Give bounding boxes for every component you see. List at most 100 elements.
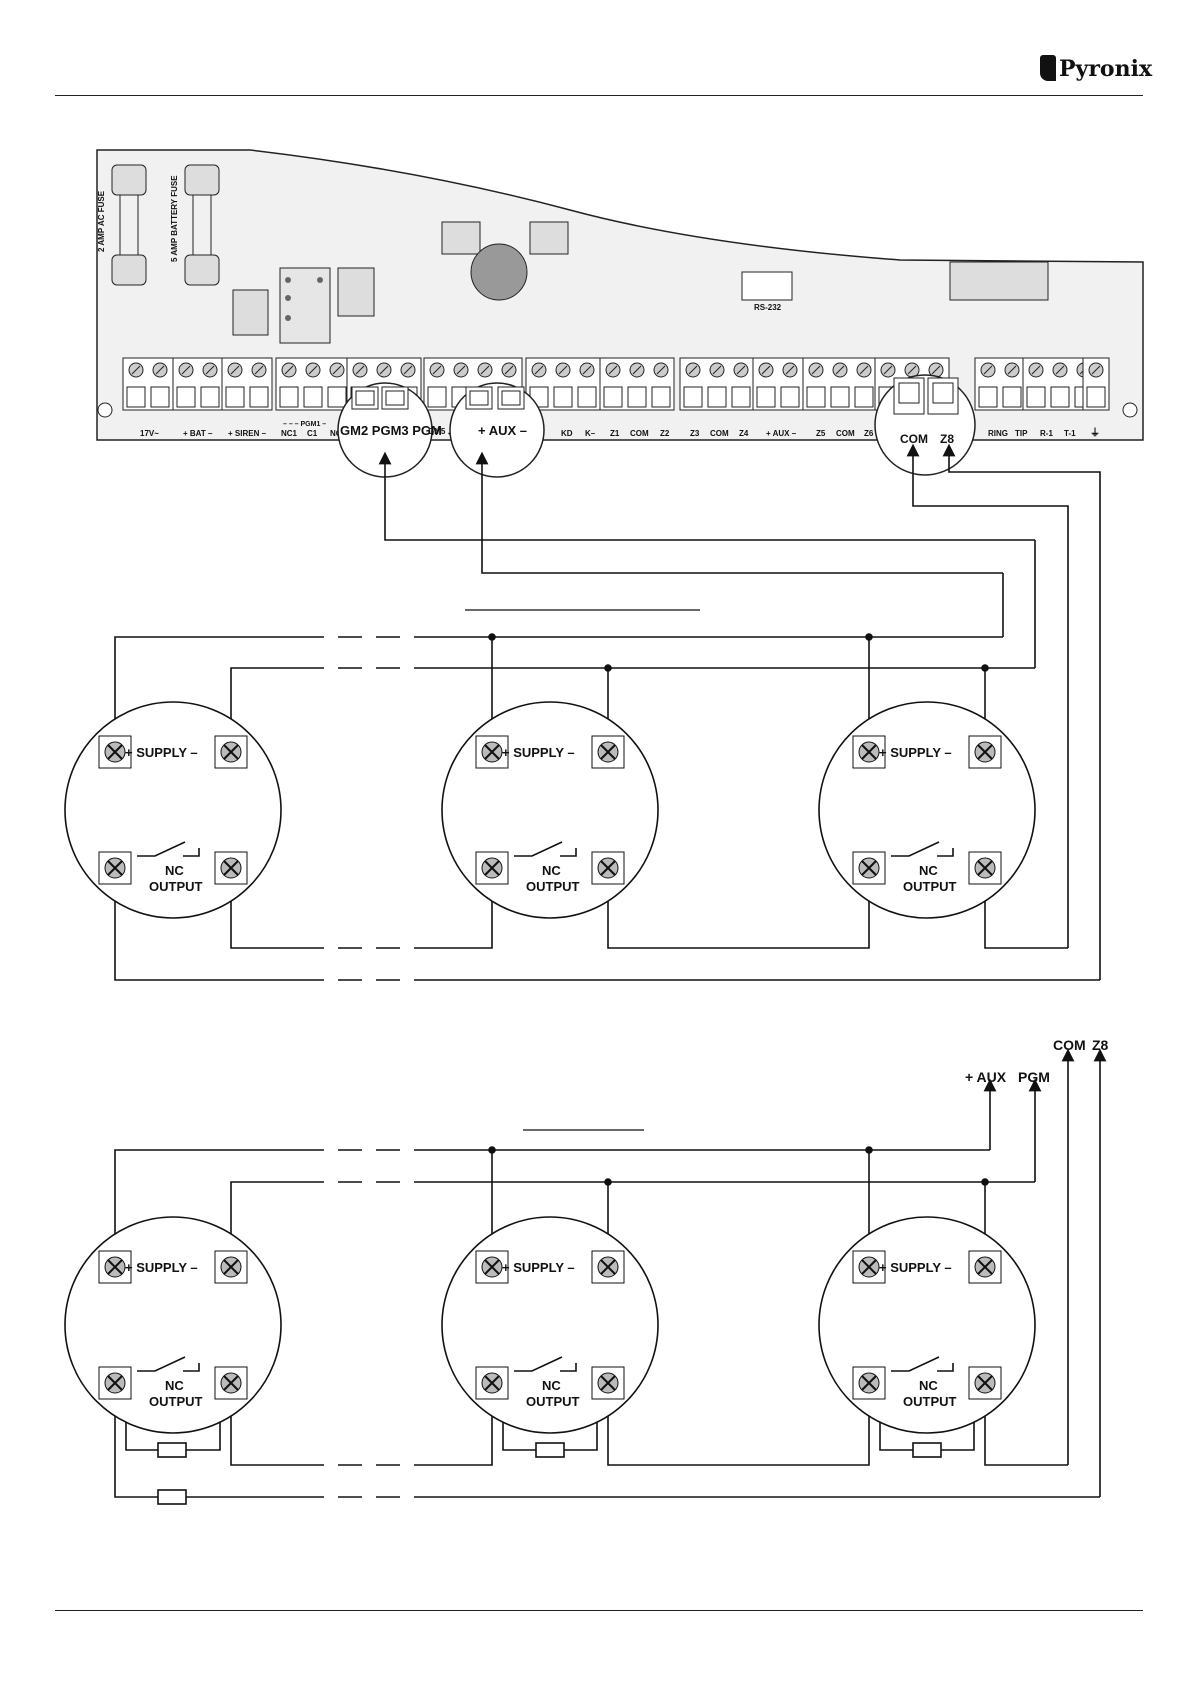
detector-terminal-icon [591, 735, 625, 769]
terminal-socket [707, 386, 727, 408]
terminal-socket [553, 386, 573, 408]
logo-mark-icon [1040, 55, 1056, 81]
terminal-socket [126, 386, 146, 408]
terminal-label-com-1: COM [630, 429, 649, 438]
terminal-label-ring: RING [988, 429, 1008, 438]
terminal-socket [1002, 386, 1022, 408]
detector-terminal-icon [968, 1366, 1002, 1400]
zoom-aux-label: + AUX – [478, 423, 527, 438]
supply-label: + SUPPLY – [879, 1260, 952, 1275]
detector-terminal-icon [591, 851, 625, 885]
supply-label: + SUPPLY – [502, 1260, 575, 1275]
detector-terminal-icon [475, 851, 509, 885]
terminal-socket [978, 386, 998, 408]
terminal-block [802, 357, 878, 411]
detector-terminal-icon [852, 1366, 886, 1400]
detector-terminal-icon [968, 1250, 1002, 1284]
output-label: OUTPUT [526, 1394, 580, 1409]
nc-label: NC [919, 1378, 938, 1393]
output-label: OUTPUT [903, 879, 957, 894]
detector-terminal-icon [98, 735, 132, 769]
nc-switch-icon [137, 1356, 186, 1372]
supply-negative-line-start [230, 667, 300, 742]
terminal-block [172, 357, 224, 411]
terminal-block [679, 357, 755, 411]
detector-terminal-icon [475, 1250, 509, 1284]
detector-terminal-icon [852, 851, 886, 885]
detector-terminal-icon [591, 1366, 625, 1400]
terminal-label-aux: + AUX – [766, 429, 797, 438]
terminal-label-no: NO [330, 429, 342, 438]
supply-label: + SUPPLY – [879, 745, 952, 760]
detector-terminal-icon [852, 735, 886, 769]
pgm1-label: – – – PGM1 – [283, 421, 326, 428]
output-label: OUTPUT [149, 879, 203, 894]
nc-label: NC [542, 1378, 561, 1393]
header-rule [55, 95, 1143, 96]
terminal-socket [830, 386, 850, 408]
detector-terminal-icon [968, 735, 1002, 769]
battery-fuse-label: 5 AMP BATTERY FUSE [170, 175, 179, 262]
terminal-label-tip: TIP [1015, 429, 1028, 438]
detector-terminal-icon [98, 1250, 132, 1284]
z8-lead-arrow [942, 443, 1101, 980]
zoom-z8-label: Z8 [940, 432, 954, 446]
terminal-socket [427, 386, 447, 408]
terminal-label-bat: + BAT – [183, 429, 213, 438]
terminal-block [525, 357, 601, 411]
output-label: OUTPUT [526, 879, 580, 894]
terminal-label-kd: KD [561, 429, 573, 438]
terminal-label-siren: + SIREN – [228, 429, 267, 438]
terminal-label-z1: Z1 [610, 429, 620, 438]
nc-switch-icon [514, 1356, 563, 1372]
end-of-line-resistor [157, 1489, 187, 1505]
nc-switch-icon [891, 841, 940, 857]
nc-label: NC [542, 863, 561, 878]
detector-terminal-icon [475, 1366, 509, 1400]
terminal-block [221, 357, 273, 411]
bottom-pgm-label: PGM [1018, 1069, 1050, 1085]
terminal-socket [756, 386, 776, 408]
terminal-socket [854, 386, 874, 408]
terminal-block [1082, 357, 1110, 411]
detector-terminal-icon [214, 735, 248, 769]
ac-fuse-label: 2 AMP AC FUSE [97, 190, 106, 252]
terminal-label-r1: R-1 [1040, 429, 1053, 438]
footer-rule [55, 1610, 1143, 1611]
supply-label: + SUPPLY – [125, 1260, 198, 1275]
terminal-socket [249, 386, 269, 408]
nc-label: NC [919, 863, 938, 878]
detector-terminal-icon [852, 1250, 886, 1284]
terminal-socket [1026, 386, 1046, 408]
terminal-label-z2: Z2 [660, 429, 670, 438]
rs232-connector [741, 271, 793, 301]
dashed-continuation [300, 636, 420, 981]
buzzer [470, 243, 528, 301]
detector-terminal-icon [98, 1366, 132, 1400]
terminal-block [752, 357, 804, 411]
nc-switch-icon [514, 841, 563, 857]
detector-terminal-icon [98, 851, 132, 885]
terminal-label-z5: Z5 [816, 429, 826, 438]
terminal-socket [200, 386, 220, 408]
terminal-label-c1: C1 [307, 429, 318, 438]
nc-switch-icon [891, 1356, 940, 1372]
control-panel-board: 2 AMP AC FUSE 5 AMP BATTERY FUSE RS-232 … [96, 149, 1144, 478]
tamper-switch-right [529, 221, 569, 255]
detector-terminal-icon [214, 1366, 248, 1400]
terminal-label-k: K– [585, 429, 596, 438]
terminal-label-z4: Z4 [739, 429, 749, 438]
supply-positive-line-start [114, 636, 300, 742]
relay-component [232, 289, 269, 336]
bottom-com-label: COM [1053, 1037, 1086, 1053]
detector-terminal-icon [214, 851, 248, 885]
detector-terminal-icon [968, 851, 1002, 885]
aux-lead-arrow [475, 451, 1003, 574]
nc-label: NC [165, 863, 184, 878]
rs232-label: RS-232 [754, 303, 782, 312]
output-label: OUTPUT [903, 1394, 957, 1409]
